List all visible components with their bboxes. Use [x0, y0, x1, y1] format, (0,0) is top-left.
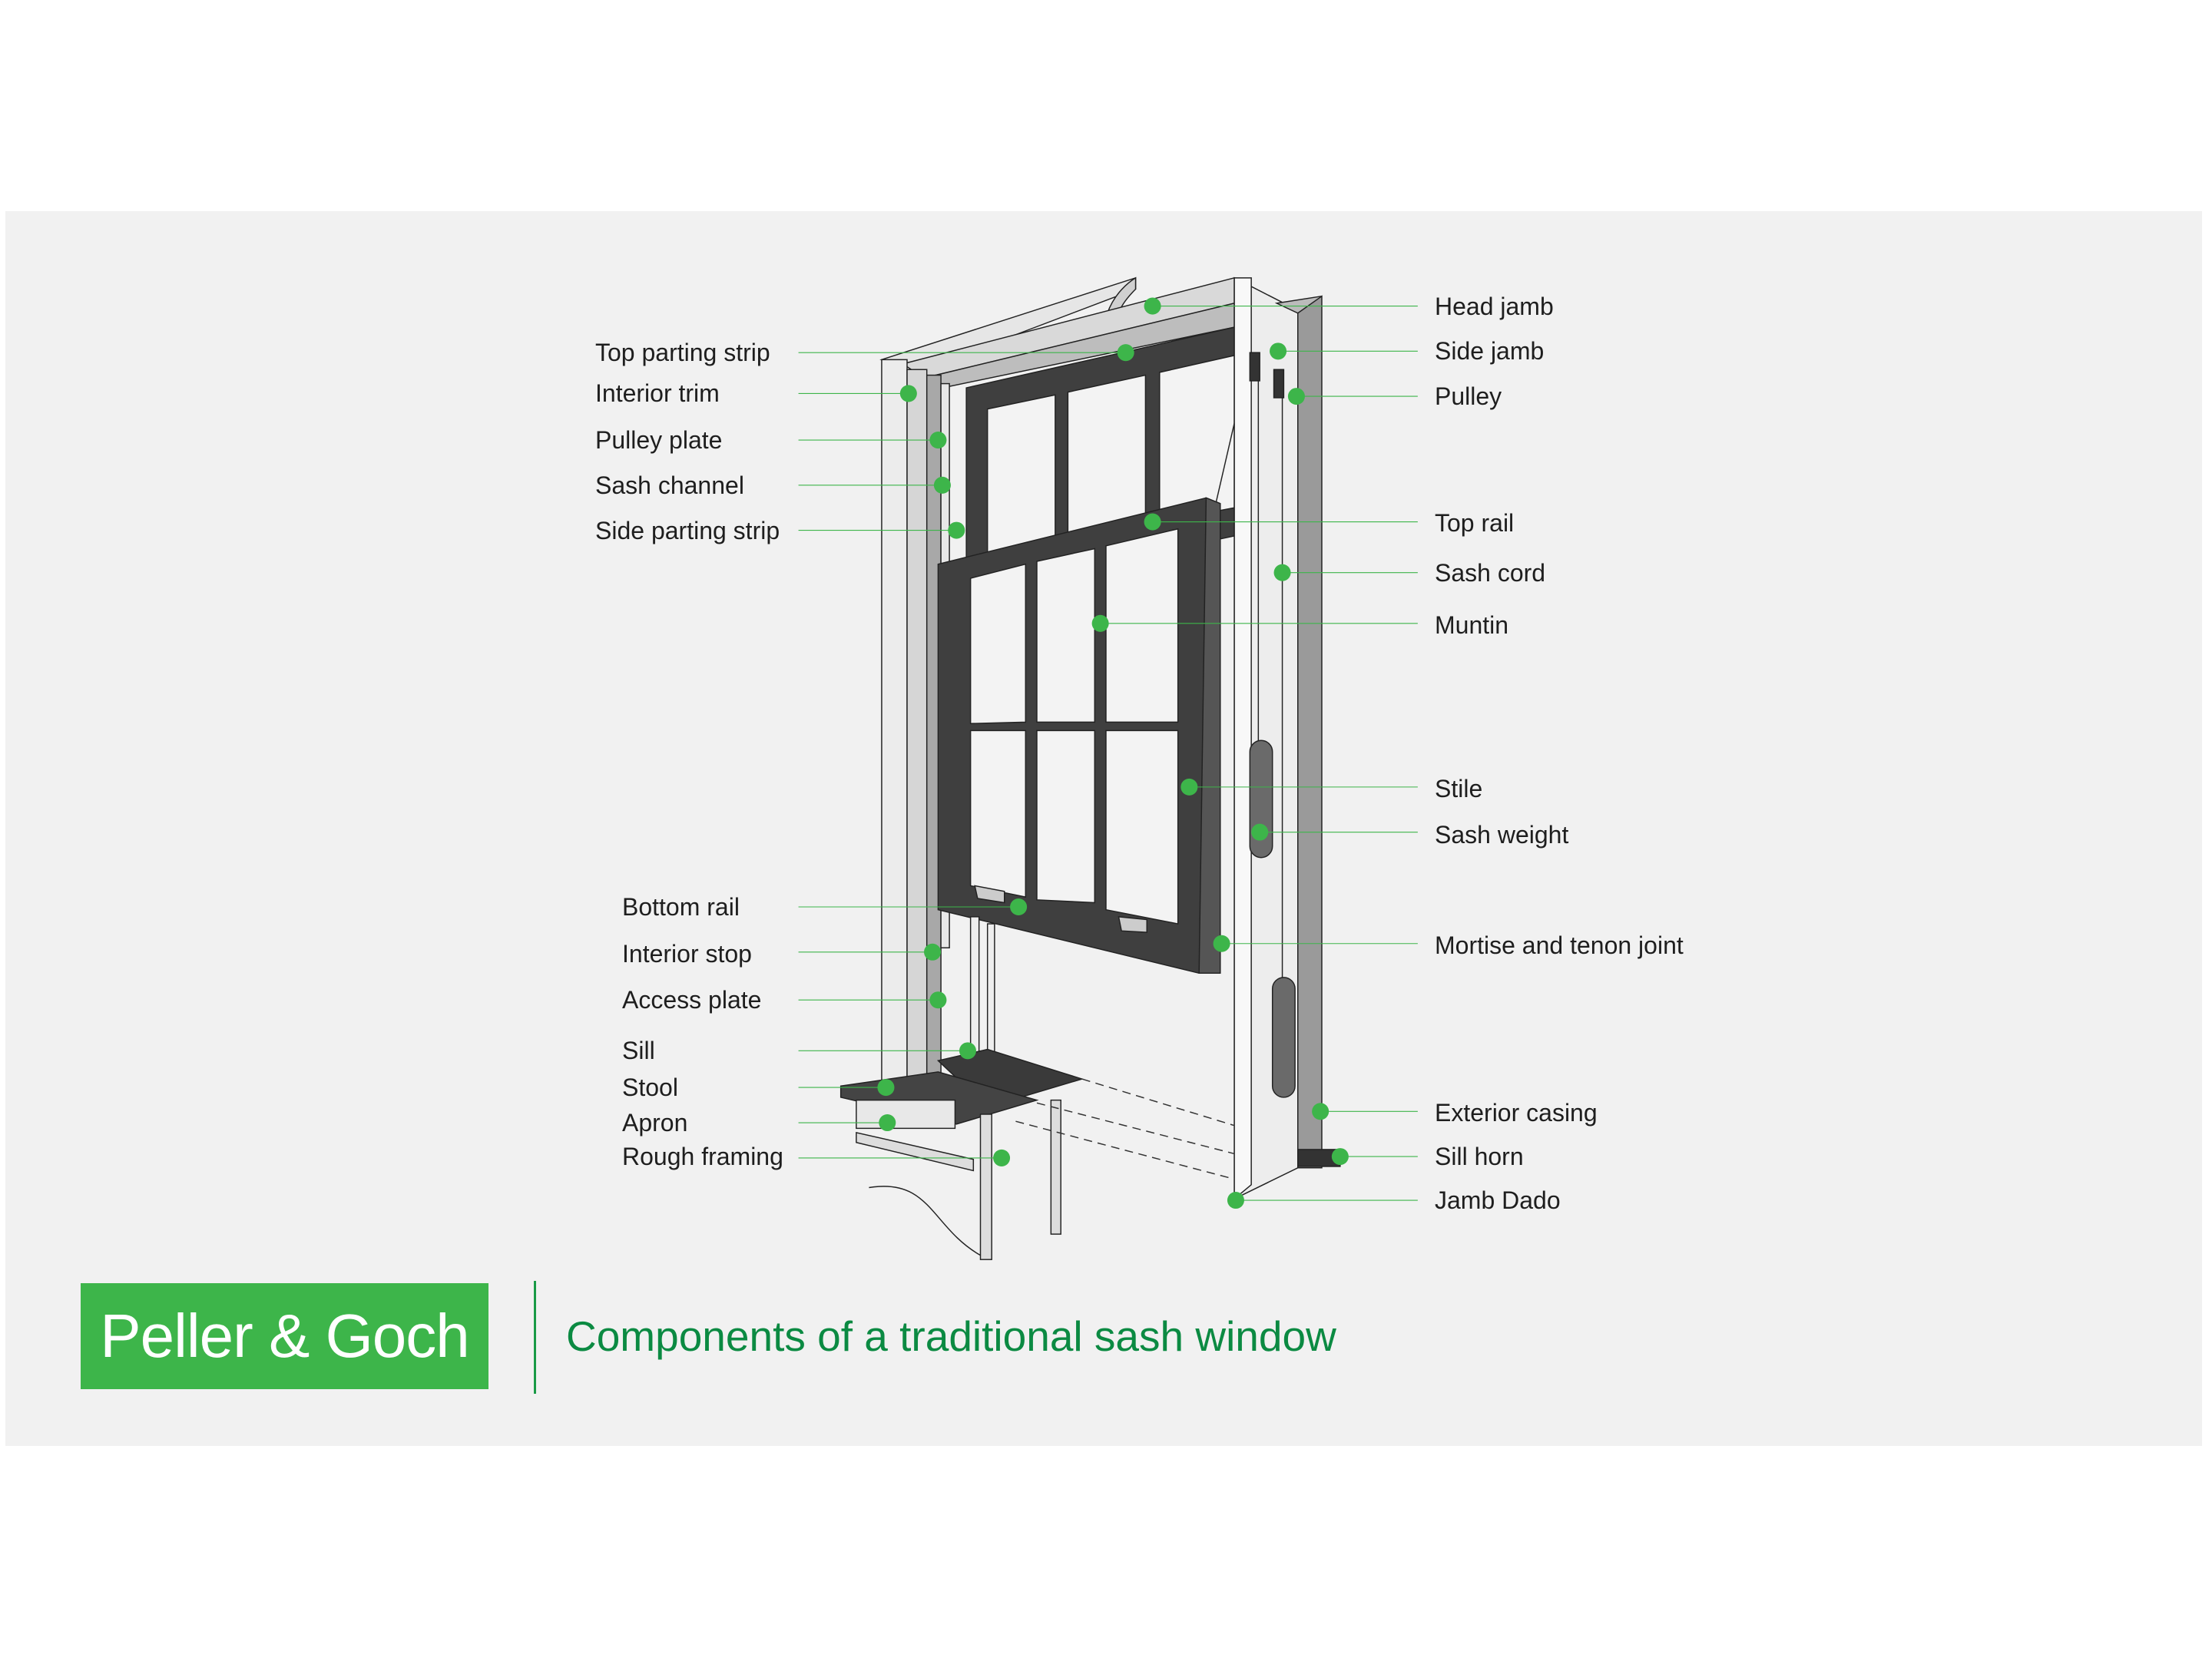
marker-dot: [1181, 778, 1198, 796]
label-exterior-casing: Exterior casing: [1435, 1099, 1598, 1127]
interior-trim: [881, 359, 908, 1087]
marker-dot: [1144, 513, 1161, 531]
rough-framing: [979, 1113, 992, 1260]
label-rough-framing: Rough framing: [622, 1143, 783, 1170]
label-head-jamb: Head jamb: [1435, 293, 1554, 320]
label-mortise-tenon-joint: Mortise and tenon joint: [1435, 931, 1684, 959]
label-apron: Apron: [622, 1109, 688, 1137]
exterior-casing: [1297, 295, 1323, 1169]
marker-dot: [929, 991, 947, 1009]
label-bottom-rail: Bottom rail: [622, 893, 740, 921]
label-side-parting-strip: Side parting strip: [595, 517, 780, 544]
apron: [856, 1099, 956, 1130]
marker-dot: [959, 1042, 976, 1060]
marker-dot: [1273, 564, 1291, 581]
marker-dot: [1091, 614, 1109, 632]
diagram-title: Components of a traditional sash window: [566, 1312, 1336, 1360]
marker-dot: [879, 1113, 896, 1132]
marker-dot: [993, 1149, 1011, 1166]
marker-dot: [1144, 297, 1161, 315]
label-sash-channel: Sash channel: [595, 471, 744, 499]
marker-dot: [1331, 1148, 1349, 1166]
brand-logo: Peller & Goch: [81, 1283, 488, 1389]
footer-divider: [534, 1281, 536, 1394]
label-stile: Stile: [1435, 775, 1483, 802]
label-interior-stop: Interior stop: [622, 940, 752, 968]
label-sill: Sill: [622, 1037, 655, 1064]
marker-dot: [877, 1079, 895, 1097]
marker-dot: [899, 385, 917, 402]
marker-dot: [1227, 1192, 1244, 1209]
label-side-jamb: Side jamb: [1435, 337, 1545, 365]
label-sash-cord: Sash cord: [1435, 559, 1546, 587]
label-pulley: Pulley: [1435, 382, 1502, 410]
marker-dot: [1312, 1103, 1330, 1120]
marker-dot: [1010, 898, 1028, 916]
marker-dot: [929, 432, 947, 449]
marker-dot: [933, 476, 951, 494]
label-access-plate: Access plate: [622, 986, 762, 1014]
label-stool: Stool: [622, 1074, 678, 1101]
label-jamb-dado: Jamb Dado: [1435, 1186, 1561, 1214]
marker-dot: [1251, 823, 1269, 841]
marker-dot: [1270, 342, 1287, 360]
label-top-rail: Top rail: [1435, 509, 1515, 537]
marker-dot: [924, 943, 942, 961]
label-interior-trim: Interior trim: [595, 379, 720, 407]
marker-dot: [948, 521, 965, 539]
label-sill-horn: Sill horn: [1435, 1143, 1524, 1170]
marker-dot: [1287, 388, 1305, 405]
marker-dot: [1213, 935, 1230, 952]
label-pulley-plate: Pulley plate: [595, 426, 723, 454]
label-muntin: Muntin: [1435, 611, 1509, 639]
marker-dot: [1117, 344, 1134, 362]
label-top-parting-strip: Top parting strip: [595, 339, 770, 366]
label-sash-weight: Sash weight: [1435, 821, 1569, 849]
